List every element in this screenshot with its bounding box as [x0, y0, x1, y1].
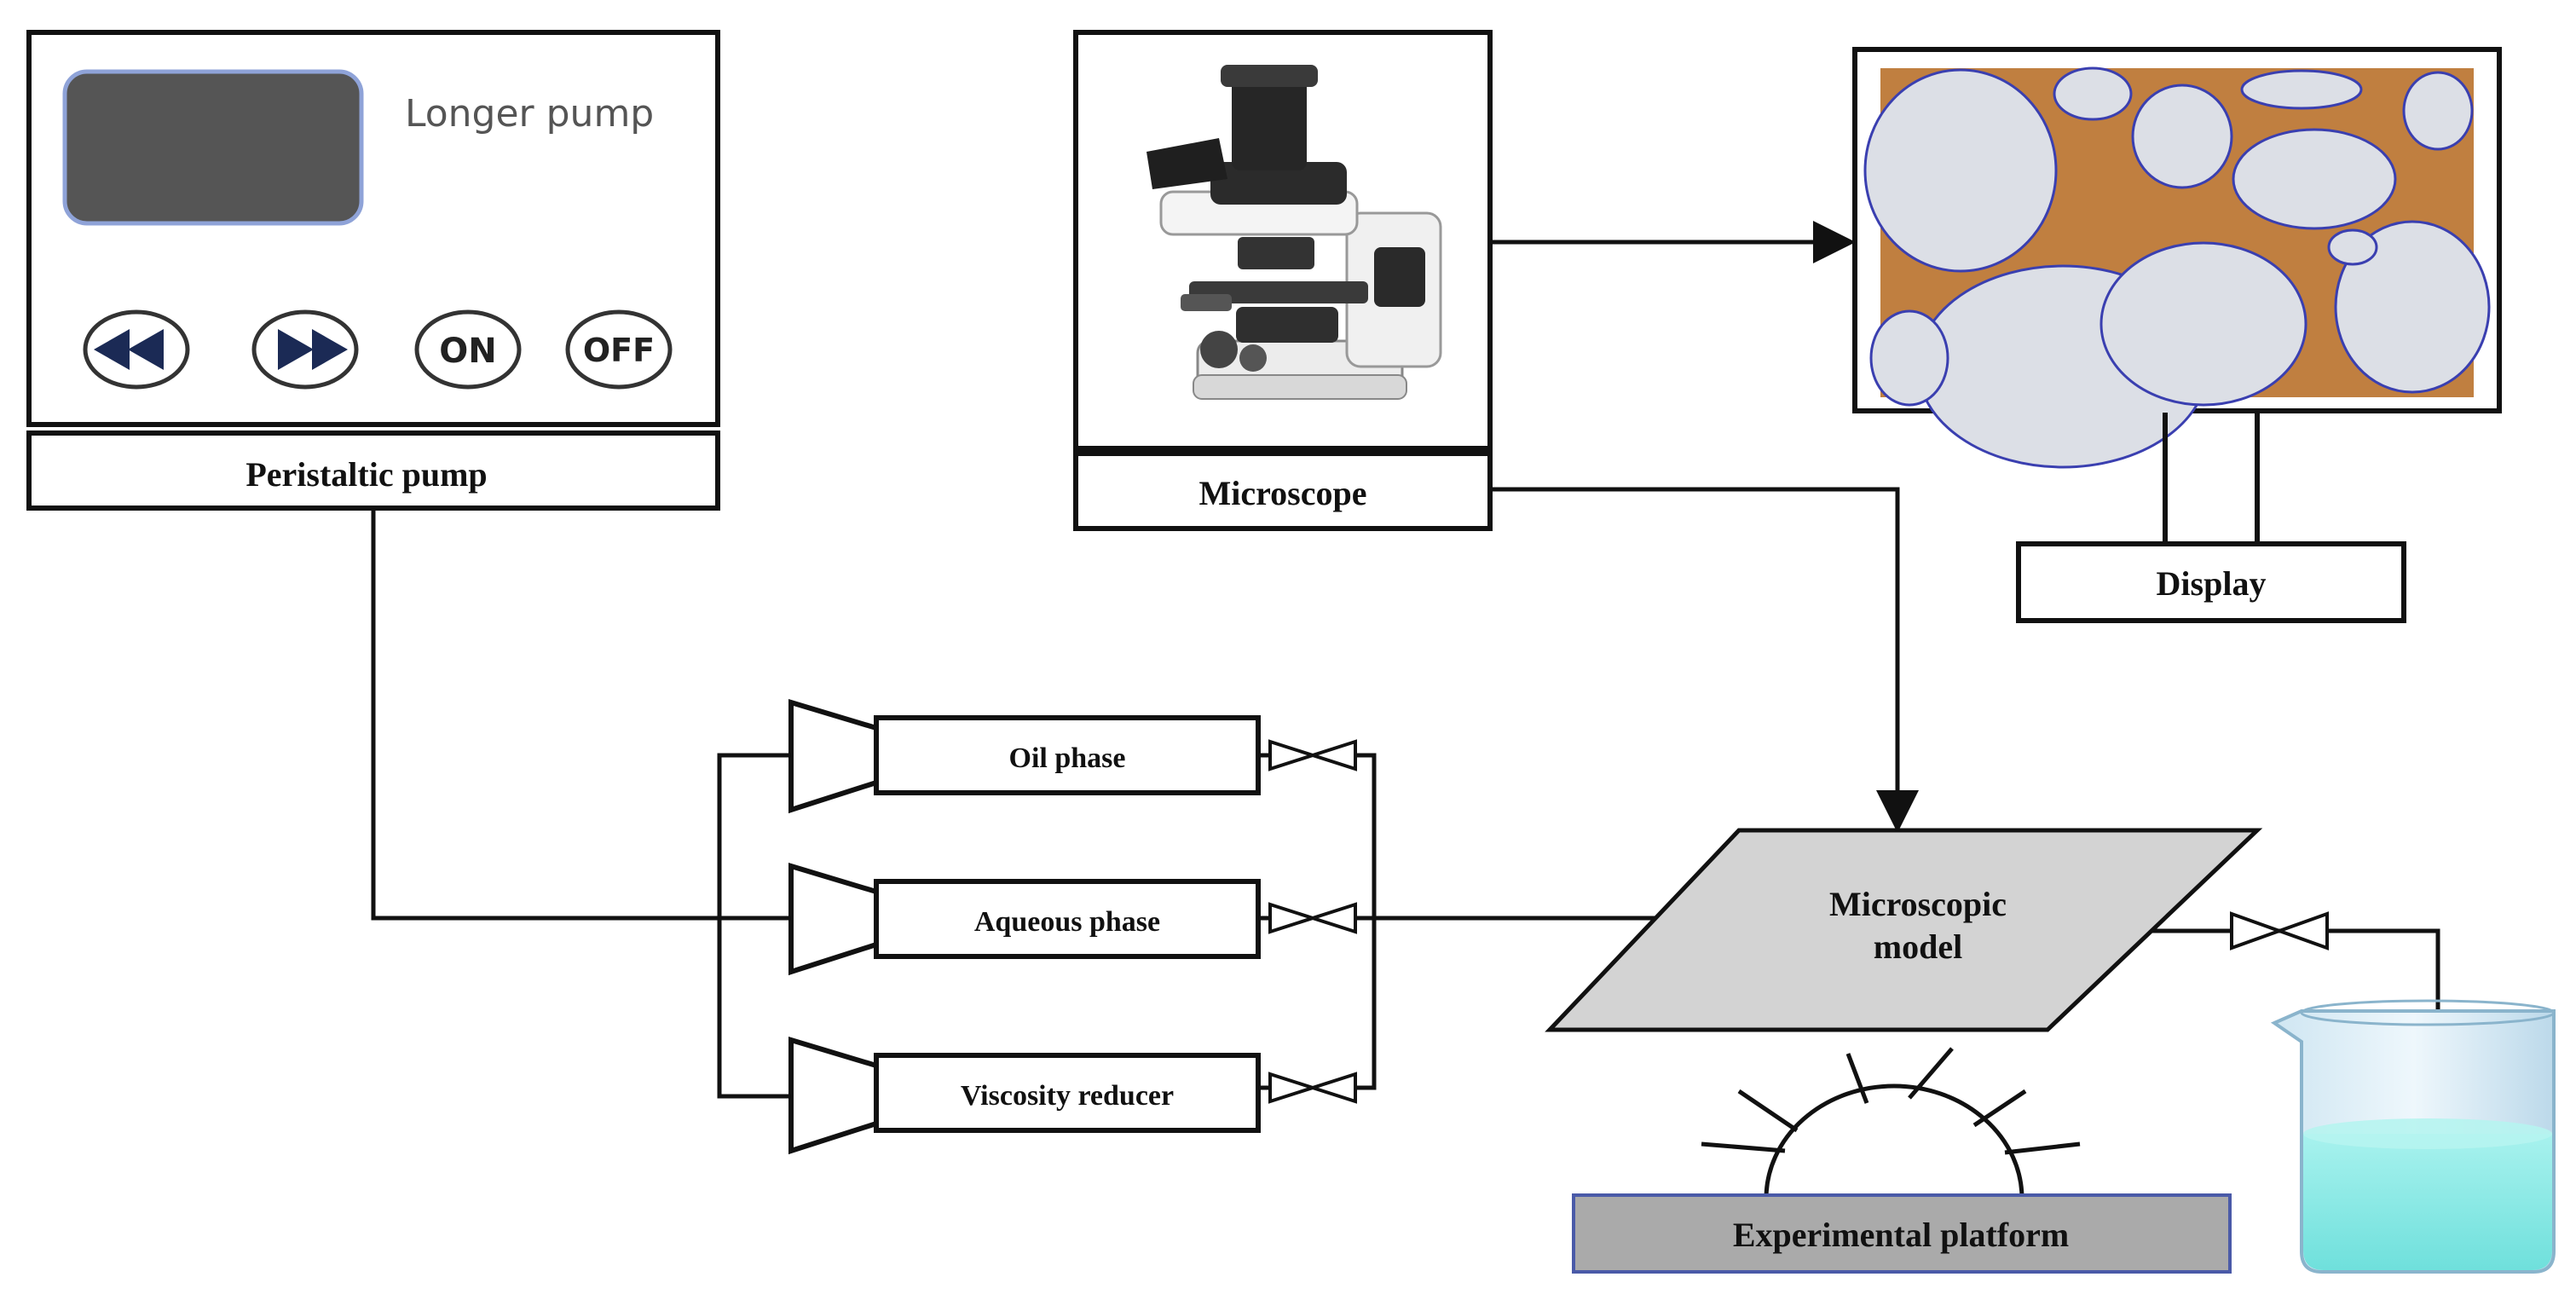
experimental-platform: Experimental platform	[1572, 1193, 2232, 1274]
viscosity-label: Viscosity reducer	[961, 1080, 1174, 1112]
oil-container	[874, 715, 1261, 795]
on-button[interactable]: ON	[414, 309, 522, 390]
rewind-button[interactable]	[83, 309, 190, 390]
display: Display	[1852, 47, 2502, 623]
microscope-to-model-arrow	[1490, 487, 1919, 833]
pump-caption-box	[26, 430, 720, 511]
oil-funnel	[788, 698, 879, 814]
platform-caption: Experimental platform	[1733, 1216, 2069, 1254]
fast-forward-button[interactable]	[251, 309, 359, 390]
off-button-label: OFF	[583, 332, 655, 369]
oil-label: Oil phase	[1009, 742, 1126, 774]
viscosity-valve-icon	[1268, 1072, 1357, 1104]
outlet-manifold	[1369, 753, 1377, 1090]
peristaltic-pump: Longer pump ON OFF Peristaltic pump	[26, 30, 720, 511]
display-caption: Display	[2157, 564, 2267, 603]
off-button[interactable]: OFF	[565, 309, 673, 390]
microscope-caption: Microscope	[1199, 474, 1367, 512]
phase-oil: Oil phase	[788, 698, 1374, 814]
rewind-icon	[94, 329, 164, 370]
pump-screen	[62, 69, 364, 226]
beaker-liquid	[2303, 1134, 2552, 1270]
microscope-icon	[1146, 65, 1442, 400]
aqueous-container	[874, 879, 1261, 959]
aqueous-valve-icon	[1268, 902, 1357, 934]
model-plate	[1545, 828, 2263, 1032]
model-label-line1: Microscopic	[1829, 885, 2007, 923]
viscosity-funnel	[788, 1036, 879, 1155]
aqueous-funnel	[788, 862, 879, 976]
pump-caption: Peristaltic pump	[245, 455, 487, 494]
micrograph-image	[1863, 66, 2491, 469]
phase-aqueous: Aqueous phase	[788, 862, 1374, 976]
beaker-icon	[2270, 999, 2556, 1274]
outlet-valve-icon	[2230, 911, 2329, 950]
viscosity-container	[874, 1053, 1261, 1133]
model-label-line2: model	[1874, 927, 1962, 966]
on-button-label: ON	[439, 332, 496, 371]
display-caption-box	[2016, 541, 2406, 623]
microscope-caption-box	[1073, 451, 1493, 531]
aqueous-label: Aqueous phase	[974, 906, 1160, 938]
pump-to-manifold-line	[371, 510, 791, 921]
fast-forward-icon	[278, 329, 348, 370]
microscopic-model: Microscopic model	[1545, 828, 2263, 1032]
light-source-icon	[1701, 1047, 2081, 1199]
oil-valve-icon	[1268, 739, 1357, 771]
pump-brand-text: Longer pump	[405, 92, 654, 136]
microscope: Microscope	[1073, 30, 1493, 531]
platform-box	[1572, 1193, 2232, 1274]
phase-viscosity-reducer: Viscosity reducer	[788, 1036, 1369, 1155]
inlet-manifold	[717, 753, 791, 1099]
